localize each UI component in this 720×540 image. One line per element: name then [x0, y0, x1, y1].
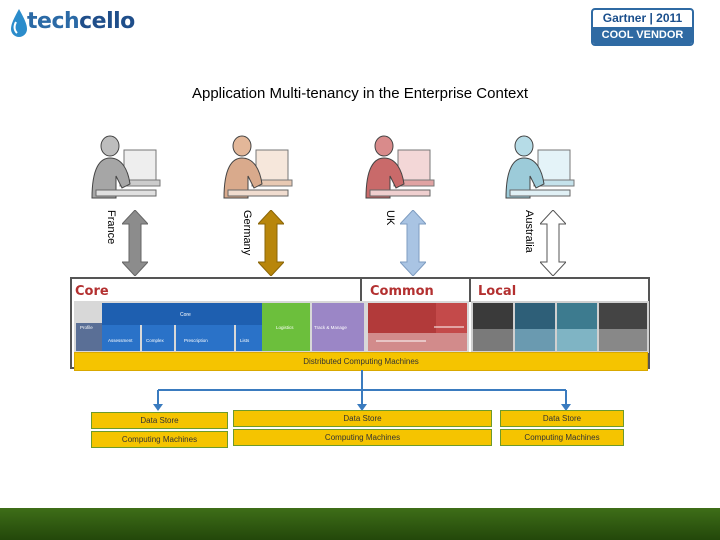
computing-machines-box: Computing Machines	[233, 429, 492, 446]
double-arrow-icon	[258, 210, 284, 276]
country-label-germany: Germany	[240, 210, 254, 276]
tenant-user-icon	[505, 135, 575, 199]
logo-wordmark: techcello	[27, 9, 135, 34]
tenant-user-icon	[365, 135, 435, 199]
computing-machines-box: Computing Machines	[91, 431, 228, 448]
section-label-local: Local	[478, 284, 517, 299]
country-text: Germany	[241, 210, 253, 256]
module-profile: Profile	[80, 325, 93, 330]
computing-machines-box: Computing Machines	[500, 429, 624, 446]
logo-part-cello: cello	[79, 9, 135, 34]
gartner-badge: Gartner | 2011 COOL VENDOR	[591, 8, 694, 46]
data-store-group: Data Store Computing Machines	[91, 412, 228, 448]
core-header-text: Core	[180, 312, 191, 318]
country-label-france: France	[104, 210, 118, 276]
distributed-computing-bar: Distributed Computing Machines	[74, 352, 648, 371]
tenant-user-icon	[91, 135, 161, 199]
tenant-user-icon	[223, 135, 293, 199]
module-prescription: Prescription	[184, 338, 208, 343]
module-complex: Complex	[146, 338, 165, 343]
core-app-screenshot: Core Profile Logistics Track & Manage As…	[74, 301, 366, 353]
country-text: Australia	[523, 210, 535, 253]
techcello-logo	[8, 8, 138, 40]
page-title: Application Multi-tenancy in the Enterpr…	[191, 85, 528, 102]
double-arrow-icon	[540, 210, 566, 276]
common-app-screenshot	[366, 301, 469, 353]
module-assessment: Assessment	[108, 338, 133, 343]
data-store-group: Data Store Computing Machines	[500, 410, 624, 446]
footer-bar	[0, 508, 720, 540]
gartner-line1: Gartner | 2011	[602, 11, 683, 25]
data-store-group: Data Store Computing Machines	[233, 410, 492, 446]
section-label-core: Core	[75, 284, 109, 299]
logo-part-tech: tech	[27, 9, 80, 34]
module-track-manage: Track & Manage	[314, 325, 347, 330]
double-arrow-icon	[400, 210, 426, 276]
module-lists: Lists	[240, 338, 250, 343]
local-app-screenshots	[471, 301, 649, 353]
data-store-box: Data Store	[233, 410, 492, 427]
module-logistics: Logistics	[276, 325, 294, 330]
data-store-box: Data Store	[500, 410, 624, 427]
section-label-common: Common	[370, 284, 434, 299]
country-text: France	[105, 210, 117, 245]
double-arrow-icon	[122, 210, 148, 276]
gartner-line2: COOL VENDOR	[593, 27, 692, 44]
country-label-australia: Australia	[522, 210, 536, 276]
section-divider	[469, 277, 471, 302]
country-text: UK	[384, 210, 396, 226]
connector-lines	[153, 370, 571, 411]
data-store-box: Data Store	[91, 412, 228, 429]
droplet-icon	[11, 9, 27, 37]
country-label-uk: UK	[383, 210, 397, 276]
section-divider	[360, 277, 362, 302]
